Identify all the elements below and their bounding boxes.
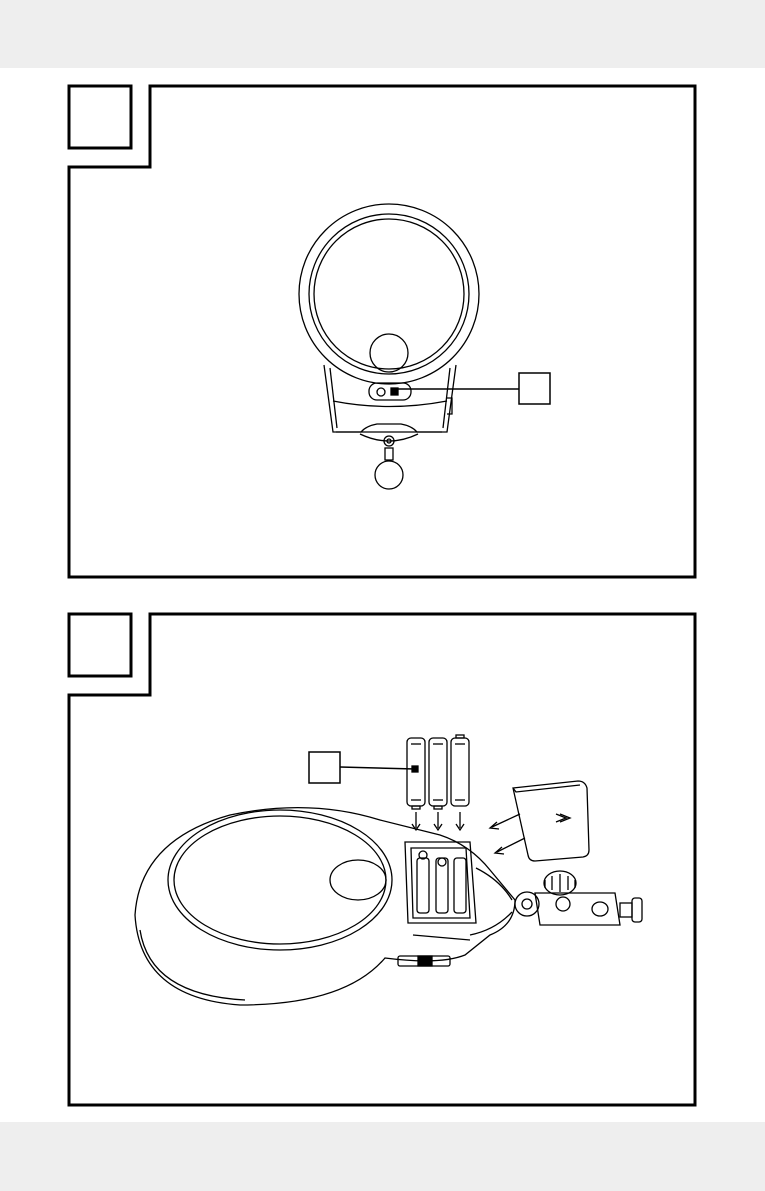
figure-2-drawing [67,612,697,1107]
table-clamp-icon [514,870,643,926]
light-switch-icon [368,382,412,401]
figure-2-frame [67,612,697,1107]
aaa-battery-icon [450,734,470,807]
battery-cover-icon [512,780,590,862]
figure-1-drawing [67,84,697,579]
figure-1 [0,80,765,585]
top-margin-band [0,0,765,68]
aaa-battery-icon [406,737,426,810]
aaa-battery-icon [428,737,448,810]
magnifier-front-view-icon [298,203,519,490]
figure-1-callout-box [518,372,551,405]
figure-2-callout-box [308,751,341,784]
figure-1-frame [67,84,697,579]
figure-2-number-box [67,612,133,678]
figure-2 [0,608,765,1113]
figure-1-number-box [67,84,133,150]
bottom-margin-band [0,1122,765,1191]
magnifier-perspective-view-icon [134,806,643,1006]
